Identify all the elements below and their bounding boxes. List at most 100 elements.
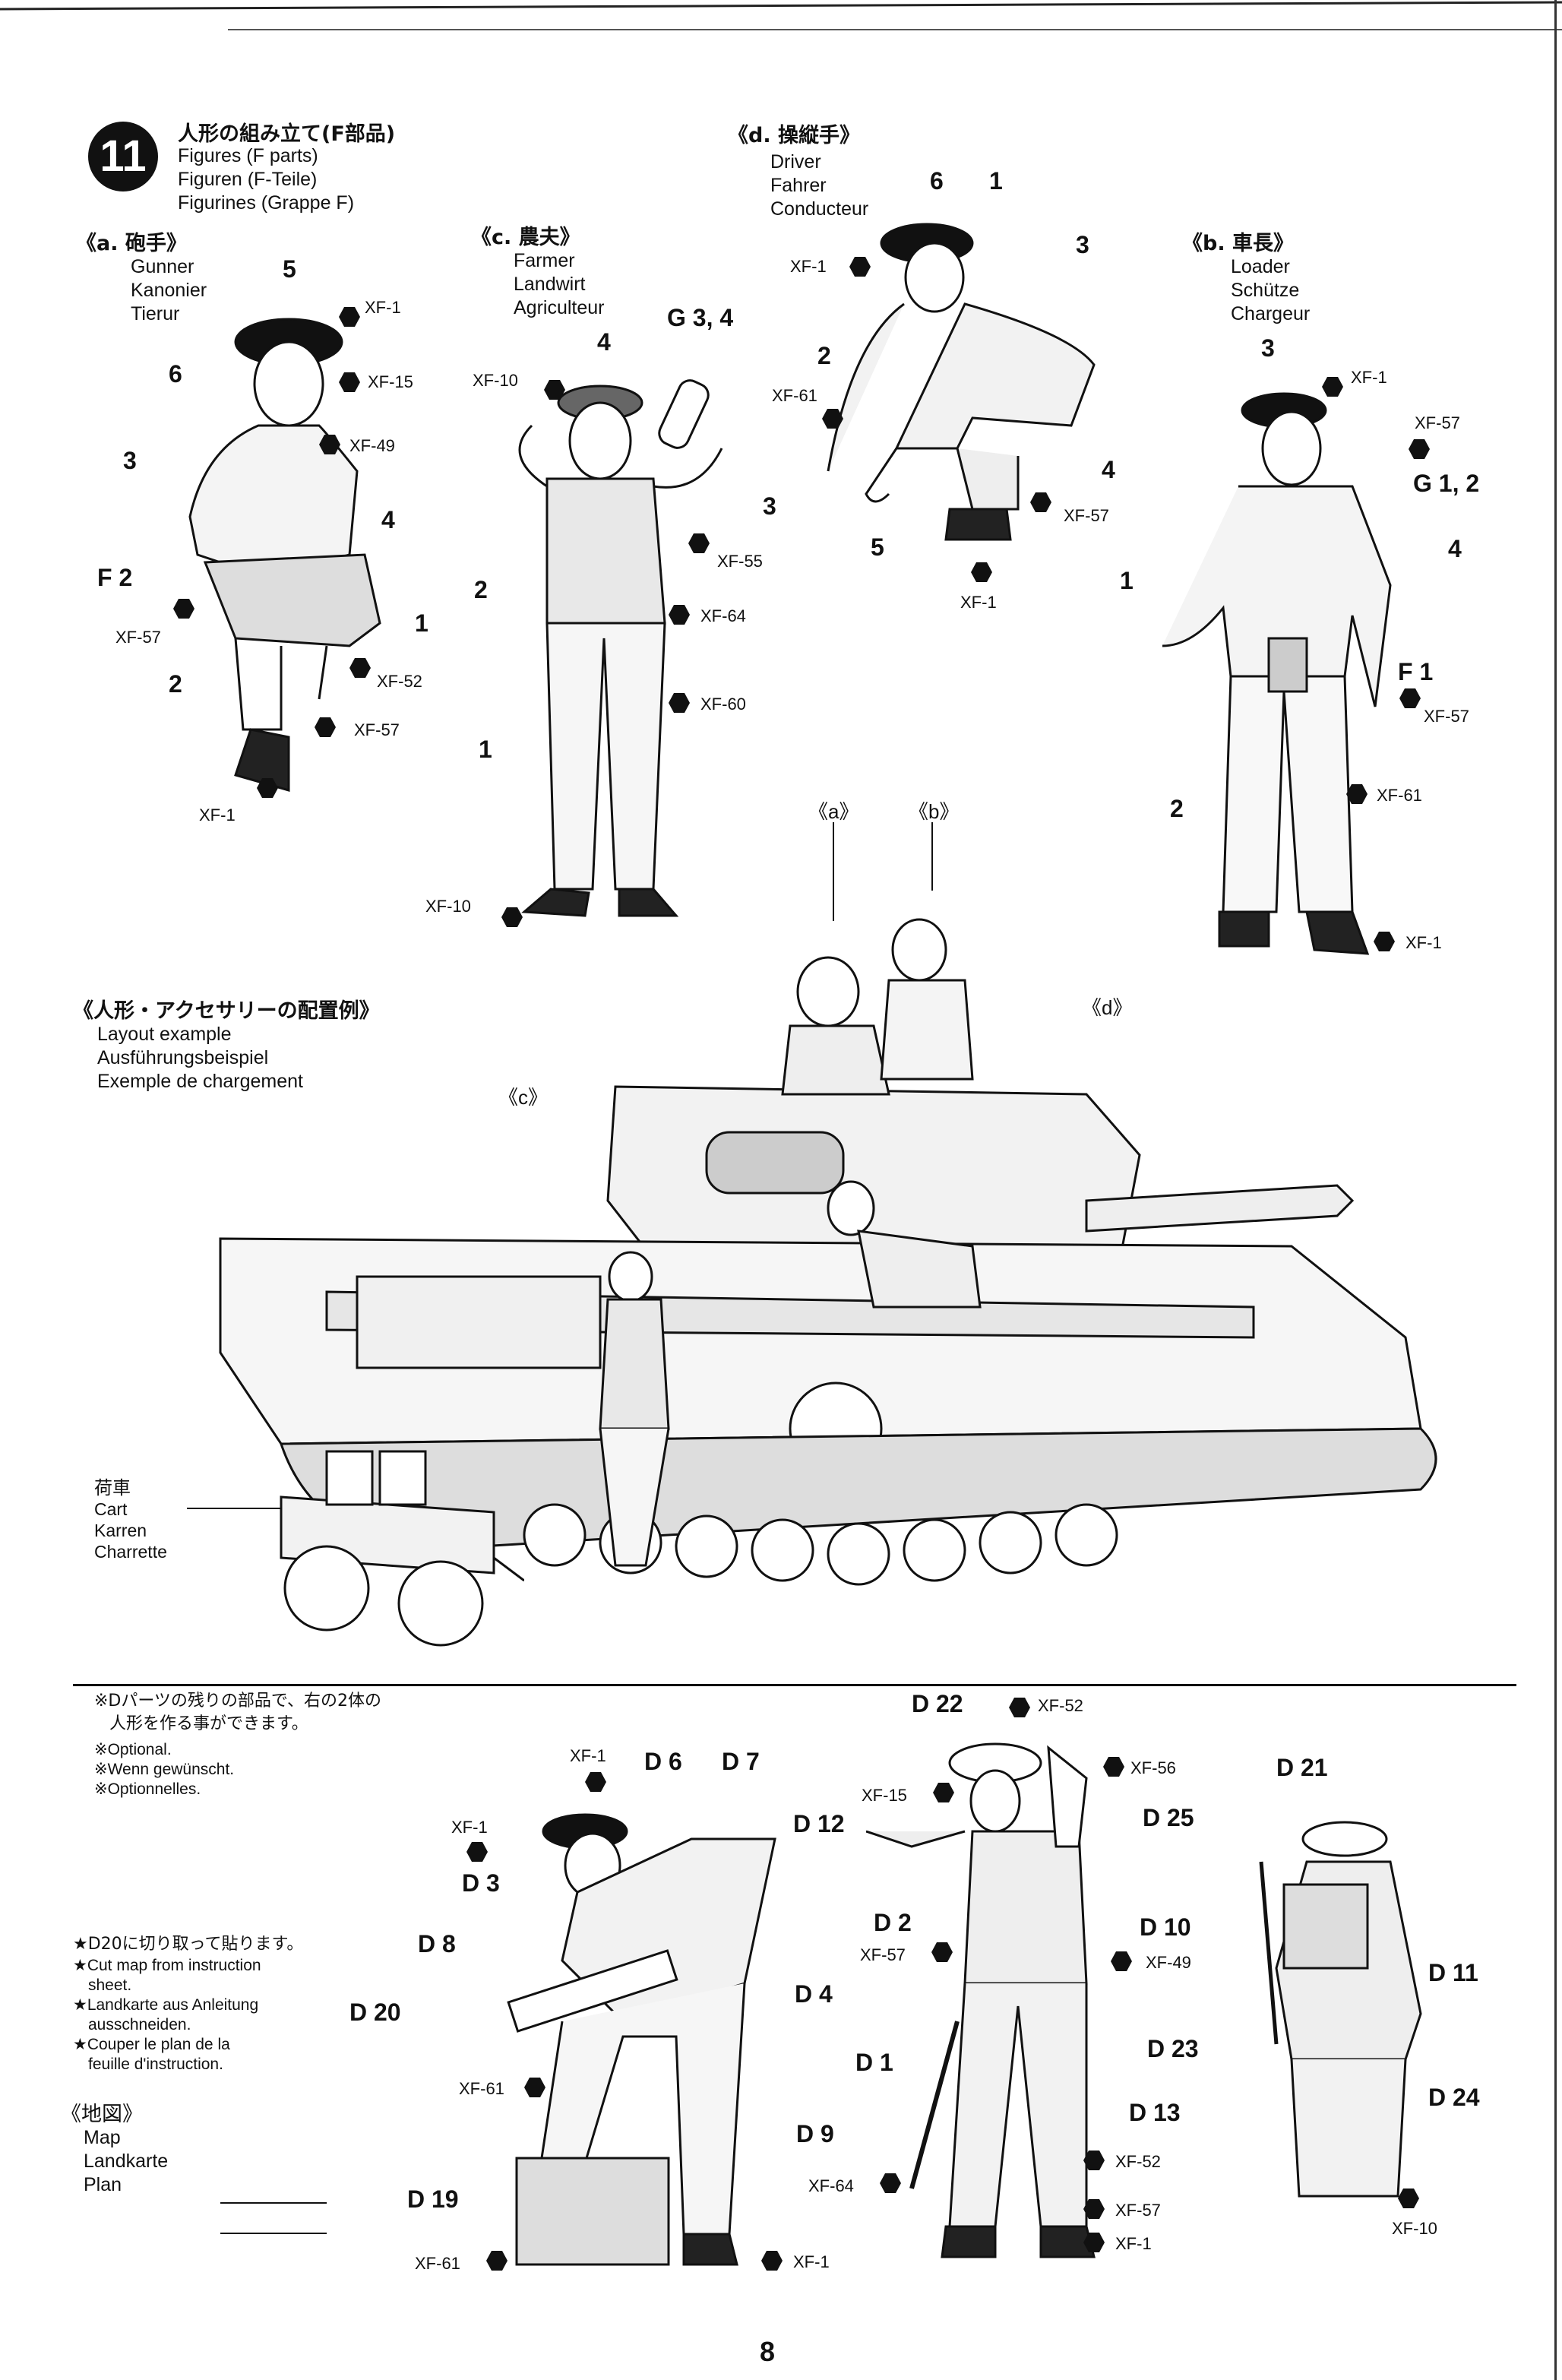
layout-marker-b: 《b》 <box>909 800 960 823</box>
infantry-paint-xf57b: XF-57 <box>1115 2201 1161 2220</box>
driver-paint-xf1a: XF-1 <box>790 257 827 276</box>
cut-de-2: ausschneiden. <box>88 2016 191 2033</box>
infantry-part-d13: D 13 <box>1129 2099 1181 2126</box>
driver-part-6: 6 <box>930 167 944 195</box>
cart-fr: Charrette <box>94 1542 167 1562</box>
rear-part-d11: D 11 <box>1428 1959 1478 1986</box>
officer-part-d9: D 9 <box>796 2120 834 2147</box>
farmer-part-1: 1 <box>479 736 492 763</box>
step-title-lines: Figures (F parts) Figuren (F-Teile) Figu… <box>178 144 354 215</box>
farmer-paint-xf60: XF-60 <box>700 695 746 714</box>
officer-part-d6: D 6 <box>644 1748 682 1775</box>
right-border <box>1554 0 1557 2380</box>
loader-paint-xf1a: XF-1 <box>1351 368 1387 387</box>
loader-fr: Chargeur <box>1231 303 1311 324</box>
driver-illustration <box>821 220 1109 547</box>
step-title-jp: 人形の組み立て(F部品) <box>178 122 396 146</box>
tank-illustration <box>190 881 1466 1641</box>
section-divider <box>73 1684 1516 1686</box>
farmer-de: Landwirt <box>514 274 586 295</box>
gunner-paint-xf57b: XF-57 <box>354 720 400 739</box>
farmer-paint-xf55: XF-55 <box>717 552 763 571</box>
loader-part-3: 3 <box>1261 334 1275 362</box>
leader-line <box>187 1508 293 1509</box>
driver-en: Driver <box>770 151 821 172</box>
loader-paint-xf57b: XF-57 <box>1424 707 1469 726</box>
map-cut-line <box>220 2233 327 2234</box>
loader-heading: 《b. 車長》 <box>1182 232 1294 255</box>
loader-part-2: 2 <box>1170 795 1184 822</box>
step-number-badge: 11 <box>88 122 158 191</box>
loader-lines: Loader Schütze Chargeur <box>1231 255 1310 326</box>
layout-lines: Layout example Ausführungsbeispiel Exemp… <box>97 1023 303 1093</box>
gunner-paint-xf52: XF-52 <box>377 672 422 691</box>
cut-note-lines: ★Cut map from instruction sheet. ★Landka… <box>73 1956 261 2075</box>
cart-label-jp: 荷車 <box>94 1477 131 1499</box>
infantry-illustration <box>866 1733 1124 2264</box>
farmer-part-2: 2 <box>474 576 488 603</box>
layout-marker-a: 《a》 <box>808 800 859 823</box>
layout-marker-c: 《c》 <box>498 1086 549 1109</box>
infantry-part-d22: D 22 <box>912 1690 963 1717</box>
loader-illustration <box>1147 388 1405 973</box>
farmer-lines: Farmer Landwirt Agriculteur <box>514 249 605 320</box>
gunner-en: Gunner <box>131 256 194 277</box>
infantry-paint-xf15: XF-15 <box>862 1786 907 1805</box>
rear-part-d21: D 21 <box>1276 1754 1328 1781</box>
officer-paint-xf61a: XF-61 <box>459 2079 504 2098</box>
paint-icon <box>585 1772 606 1792</box>
step-title-de: Figuren (F-Teile) <box>178 169 318 190</box>
gunner-paint-xf57a: XF-57 <box>115 628 161 647</box>
paint-icon <box>971 562 992 582</box>
infantry-paint-xf64: XF-64 <box>808 2176 854 2195</box>
officer-paint-xf61b: XF-61 <box>415 2254 460 2273</box>
optional-note-jp-1: ※Dパーツの残りの部品で、右の2体の <box>94 1692 382 1711</box>
gunner-paint-xf15: XF-15 <box>368 372 413 391</box>
infantry-part-d10: D 10 <box>1140 1913 1191 1941</box>
layout-heading: 《人形・アクセサリーの配置例》 <box>73 999 380 1023</box>
gunner-de: Kanonier <box>131 280 207 301</box>
driver-lines: Driver Fahrer Conducteur <box>770 150 868 221</box>
infantry-part-d12: D 12 <box>793 1810 845 1837</box>
officer-part-d7: D 7 <box>722 1748 760 1775</box>
farmer-paint-xf10a: XF-10 <box>473 371 518 390</box>
layout-de: Ausführungsbeispiel <box>97 1047 269 1068</box>
cut-fr-1: ★Couper le plan de la <box>73 2036 230 2053</box>
driver-part-1: 1 <box>989 167 1003 195</box>
gunner-fr: Tierur <box>131 303 180 324</box>
gunner-lines: Gunner Kanonier Tierur <box>131 255 207 326</box>
cut-fr-2: feuille d'instruction. <box>88 2056 223 2073</box>
officer-paint-xf1b: XF-1 <box>451 1818 488 1837</box>
paint-icon <box>669 693 690 713</box>
cut-note-jp: ★D20に切り取って貼ります。 <box>73 1935 304 1954</box>
officer-part-d8: D 8 <box>418 1930 456 1957</box>
paint-icon <box>1409 439 1430 459</box>
cut-en-2: sheet. <box>88 1976 132 1994</box>
optional-fr: ※Optionnelles. <box>94 1780 201 1798</box>
map-en: Map <box>84 2127 121 2148</box>
farmer-illustration <box>479 365 745 942</box>
paint-icon <box>257 778 278 798</box>
cart-en: Cart <box>94 1499 128 1519</box>
officer-paint-xf1a: XF-1 <box>570 1746 606 1765</box>
paint-icon <box>466 1842 488 1862</box>
infantry-paint-xf49: XF-49 <box>1146 1953 1191 1972</box>
driver-fr: Conducteur <box>770 198 869 220</box>
loader-part-f1: F 1 <box>1398 658 1434 685</box>
top-border <box>0 1 1562 11</box>
farmer-part-3: 3 <box>763 492 776 520</box>
rear-soldier-illustration <box>1246 1816 1428 2211</box>
cart-de: Karren <box>94 1521 147 1540</box>
paint-icon <box>501 907 523 927</box>
paint-icon <box>669 605 690 625</box>
rear-part-d24: D 24 <box>1428 2084 1480 2111</box>
gunner-paint-xf49: XF-49 <box>349 436 395 455</box>
gunner-part-4: 4 <box>381 506 395 533</box>
gunner-part-5: 5 <box>283 255 296 283</box>
optional-note-jp: ※Dパーツの残りの部品で、右の2体の 人形を作る事ができます。 <box>94 1690 381 1736</box>
farmer-en: Farmer <box>514 250 575 271</box>
officer-part-d3: D 3 <box>462 1869 500 1897</box>
optional-note-lines: ※Optional. ※Wenn gewünscht. ※Optionnelle… <box>94 1740 234 1799</box>
driver-part-3: 3 <box>1076 231 1089 258</box>
map-lines: Map Landkarte Plan <box>84 2126 168 2197</box>
